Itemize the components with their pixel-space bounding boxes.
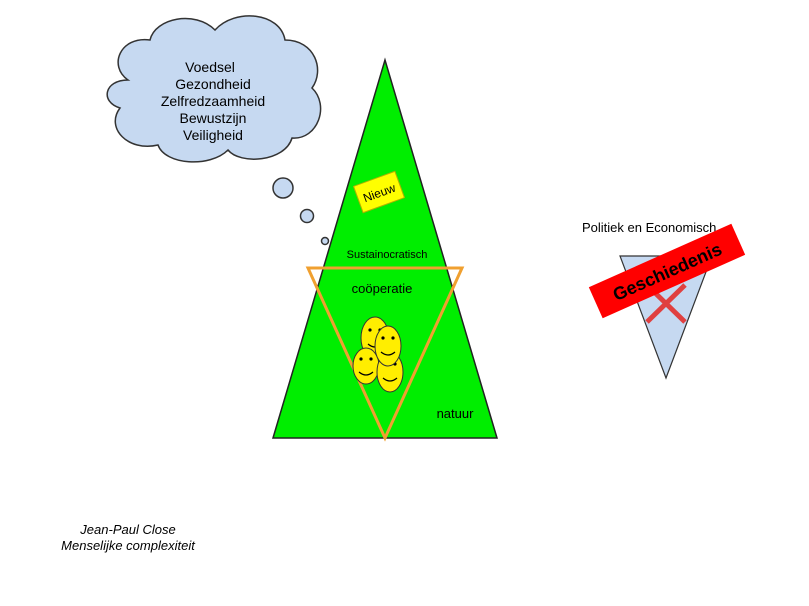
smiley-face (352, 347, 380, 385)
natuur-label: natuur (437, 406, 475, 421)
cloud-line: Bewustzijn (180, 110, 247, 126)
author-name: Jean-Paul Close (80, 522, 176, 537)
cooperatie-label: coöperatie (352, 281, 413, 296)
smiley-group (352, 316, 404, 393)
cloud-line: Zelfredzaamheid (161, 93, 265, 109)
orange-inverted-triangle (305, 266, 465, 442)
thought-bubble-large (272, 177, 294, 199)
smiley-face (374, 325, 402, 367)
author-subtitle: Menselijke complexiteit (61, 538, 195, 553)
nieuw-badge: Nieuw (352, 170, 406, 214)
thought-bubble-medium (299, 208, 315, 224)
cloud-line: Veiligheid (183, 127, 243, 143)
cloud-line: Voedsel (185, 59, 235, 75)
cloud-line: Gezondheid (175, 76, 251, 92)
politiek-label: Politiek en Economisch (582, 220, 716, 235)
thought-bubble-small (320, 236, 330, 246)
author-block: Jean-Paul Close Menselijke complexiteit (28, 522, 228, 554)
sustainocratisch-label: Sustainocratisch (347, 249, 428, 261)
thought-cloud: Voedsel Gezondheid Zelfredzaamheid Bewus… (106, 15, 322, 163)
